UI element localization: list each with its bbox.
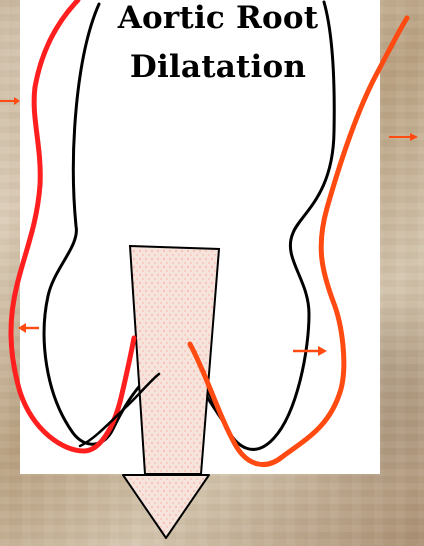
right-lower-dilation-arrowhead (318, 346, 327, 356)
diagram-title-line-2: Dilatation (88, 49, 348, 85)
right-outward-arrowhead (410, 133, 418, 141)
left-outward-arrowhead (14, 97, 20, 105)
left-lower-dilation-arrowhead (18, 323, 26, 333)
arrowhead-dot-texture (126, 477, 206, 535)
diagram-title-line-1: Aortic Root (88, 0, 348, 36)
